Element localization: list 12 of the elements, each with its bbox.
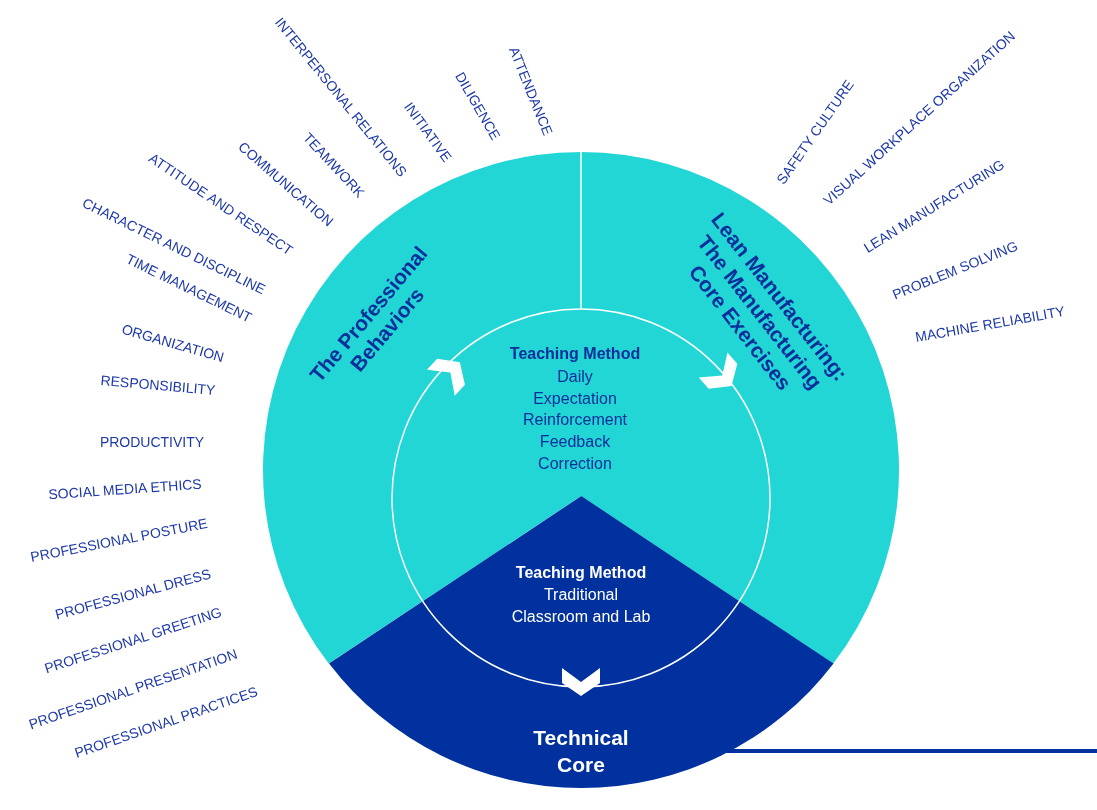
method-item: Reinforcement [521, 410, 628, 430]
method-item: Correction [537, 454, 613, 474]
skill-label: SOCIAL MEDIA ETHICS [47, 475, 203, 503]
method-item: Daily [556, 367, 594, 387]
method-heading: Teaching Method [514, 563, 648, 583]
method-heading: Teaching Method [508, 344, 642, 364]
method-item: Feedback [538, 432, 612, 452]
method-item: Expectation [532, 389, 618, 409]
skill-label: RESPONSIBILITY [99, 372, 217, 398]
method-text: Traditional Classroom and Lab [510, 585, 652, 627]
skill-label: PRODUCTIVITY [99, 434, 205, 450]
segment-title: Technical Core [532, 725, 630, 778]
